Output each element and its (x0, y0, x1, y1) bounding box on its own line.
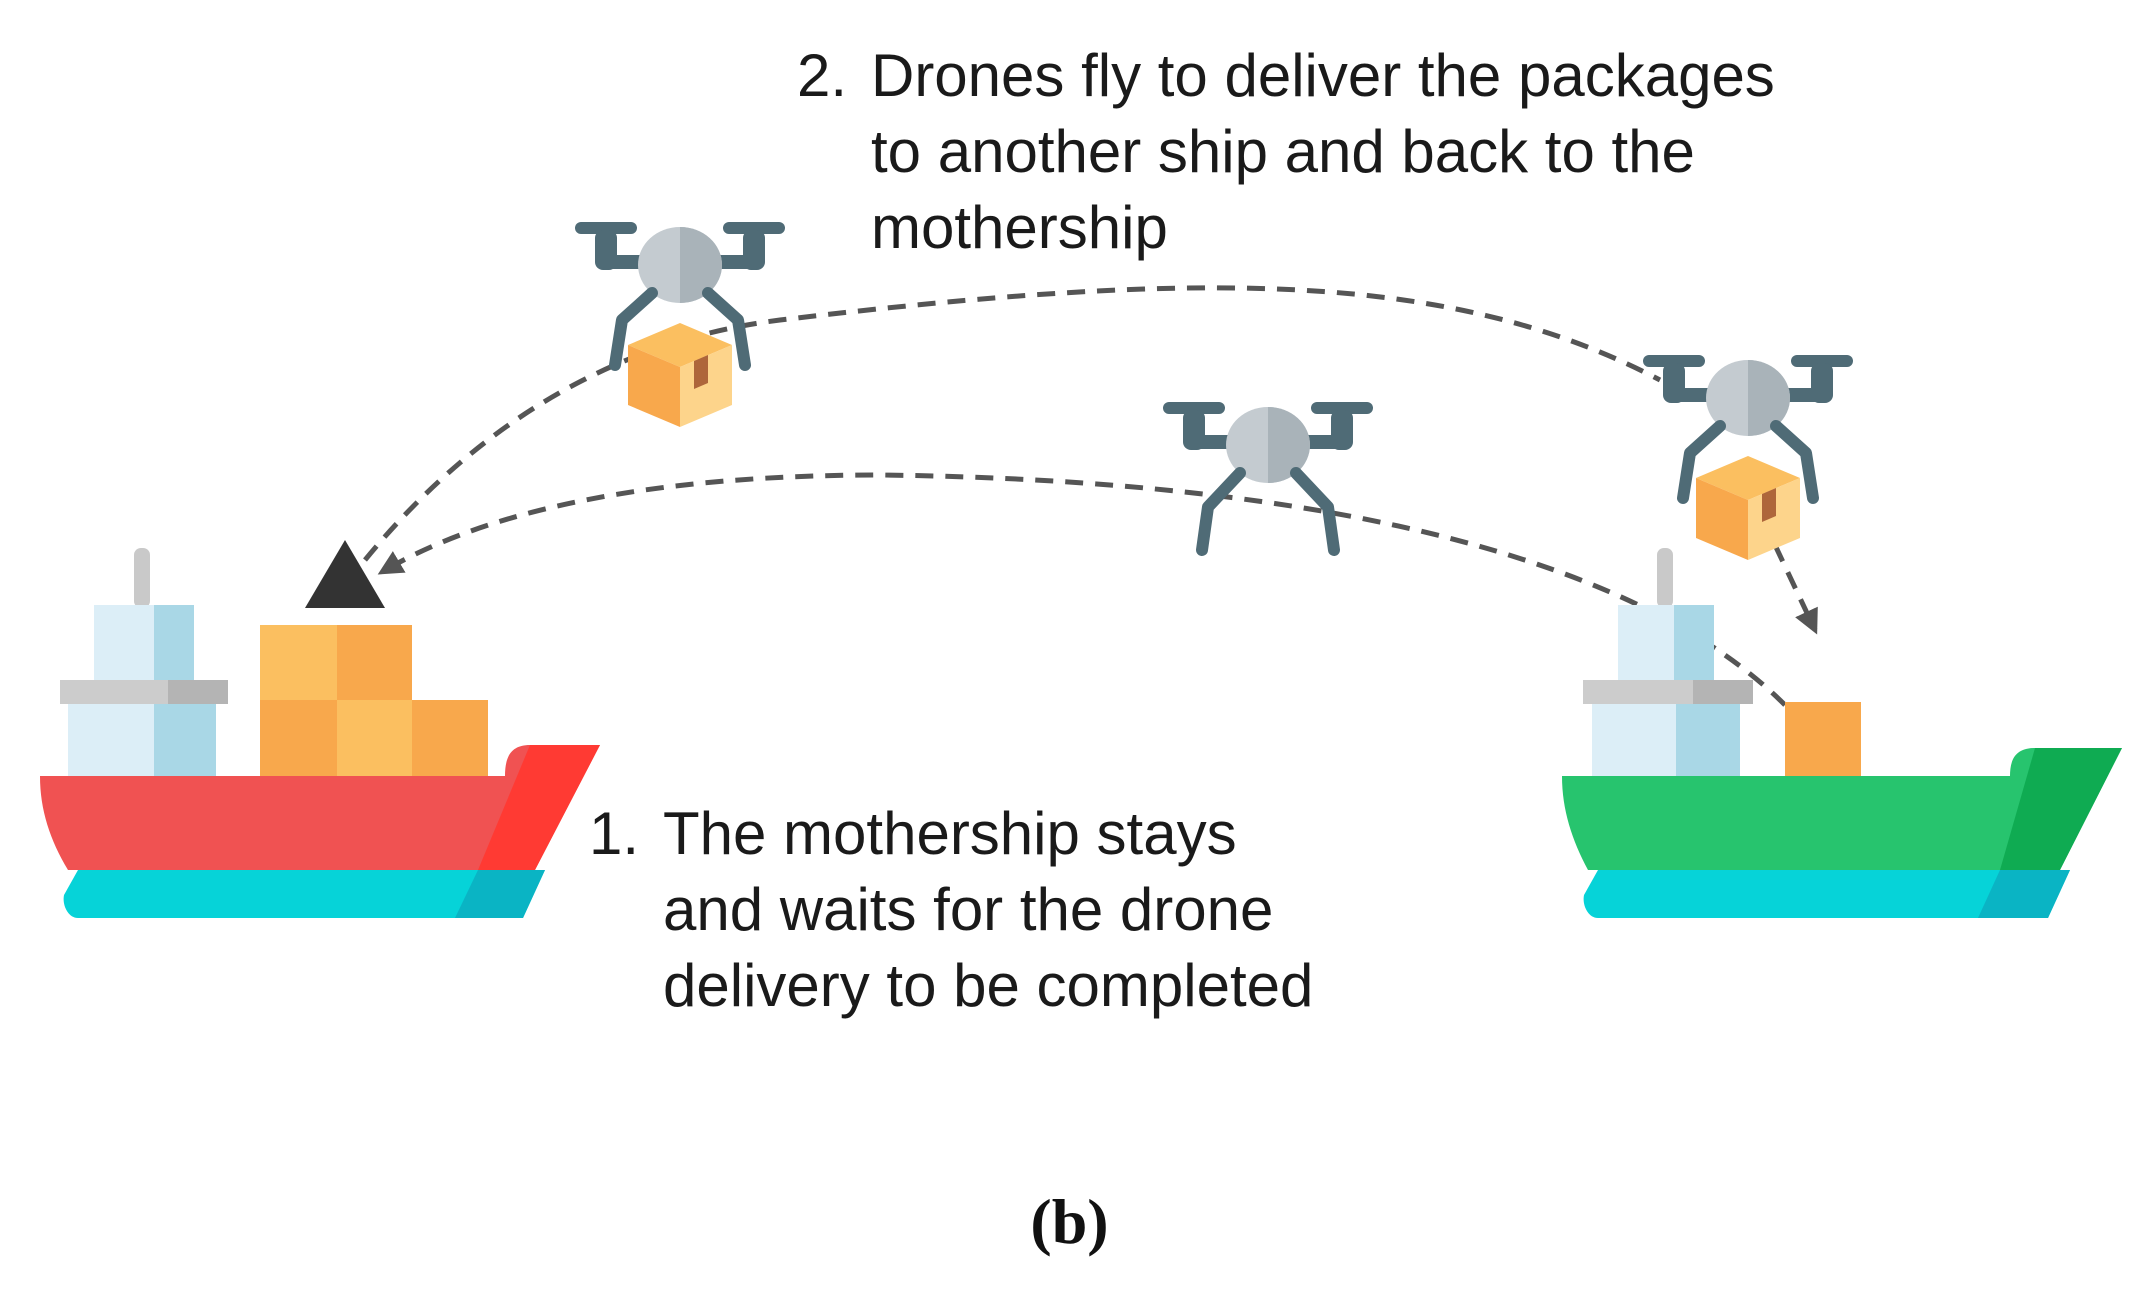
step-1-caption: 1. The mothership stays and waits for th… (589, 796, 1313, 1024)
step-2-line-3: mothership (871, 194, 1168, 261)
package-icon (1696, 456, 1800, 560)
return-path (377, 472, 1787, 707)
outbound-path (363, 285, 1662, 562)
drone-icon (1643, 355, 1853, 504)
drone-with-package-right (1643, 355, 1853, 560)
step-1-line-3: delivery to be completed (663, 952, 1314, 1019)
delivery-descent-arrow (1772, 543, 1818, 635)
package-icon (628, 323, 732, 427)
flight-paths (363, 285, 1818, 707)
step-1-line-2: and waits for the drone (663, 876, 1274, 943)
drone-icon (1163, 402, 1373, 556)
drone-with-package-left (575, 222, 785, 427)
other-ship-icon (1562, 548, 2122, 918)
step-1-line-1: The mothership stays (663, 800, 1237, 867)
step-2-caption: 2. Drones fly to deliver the packages to… (797, 38, 1775, 266)
step-1-number: 1. (589, 800, 640, 867)
step-2-line-1: Drones fly to deliver the packages (871, 42, 1775, 109)
triangle-icon (305, 540, 385, 608)
drone-icon (575, 222, 785, 371)
step-2-number: 2. (797, 42, 848, 109)
drone-empty-middle (1163, 402, 1373, 556)
step-2-line-2: to another ship and back to the (871, 118, 1695, 185)
mothership-icon (40, 548, 600, 918)
subfigure-label: (b) (1030, 1186, 1109, 1257)
